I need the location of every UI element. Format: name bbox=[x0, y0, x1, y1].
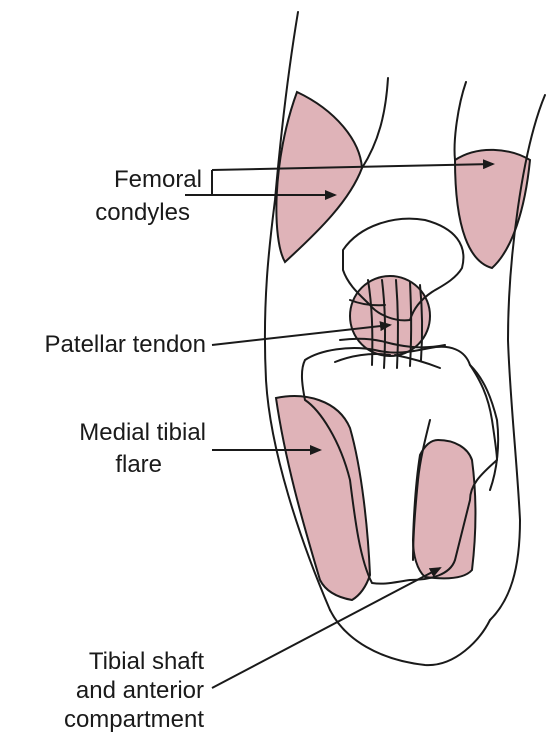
medial-tibial-flare-label-line1: Medial tibial bbox=[79, 419, 206, 446]
tibial-shaft-label-line1: Tibial shaft bbox=[89, 648, 204, 675]
tibial-shaft-label-line2: and anterior bbox=[76, 677, 204, 704]
femoral-condyles-label-line2: condyles bbox=[95, 199, 190, 226]
femur-left-contour bbox=[362, 78, 388, 168]
medial-tibial-flare-label-line2: flare bbox=[115, 451, 162, 478]
femur-right-contour bbox=[455, 82, 466, 160]
tibial-shaft-label-line3: compartment bbox=[64, 706, 204, 733]
leg-bottom-outline bbox=[330, 610, 490, 665]
femoral-condyle-left-region bbox=[276, 92, 362, 262]
patellar-tendon-label: Patellar tendon bbox=[45, 331, 206, 358]
femoral-condyles-label-line1: Femoral bbox=[114, 166, 202, 193]
tibial-shaft-region bbox=[413, 440, 475, 578]
